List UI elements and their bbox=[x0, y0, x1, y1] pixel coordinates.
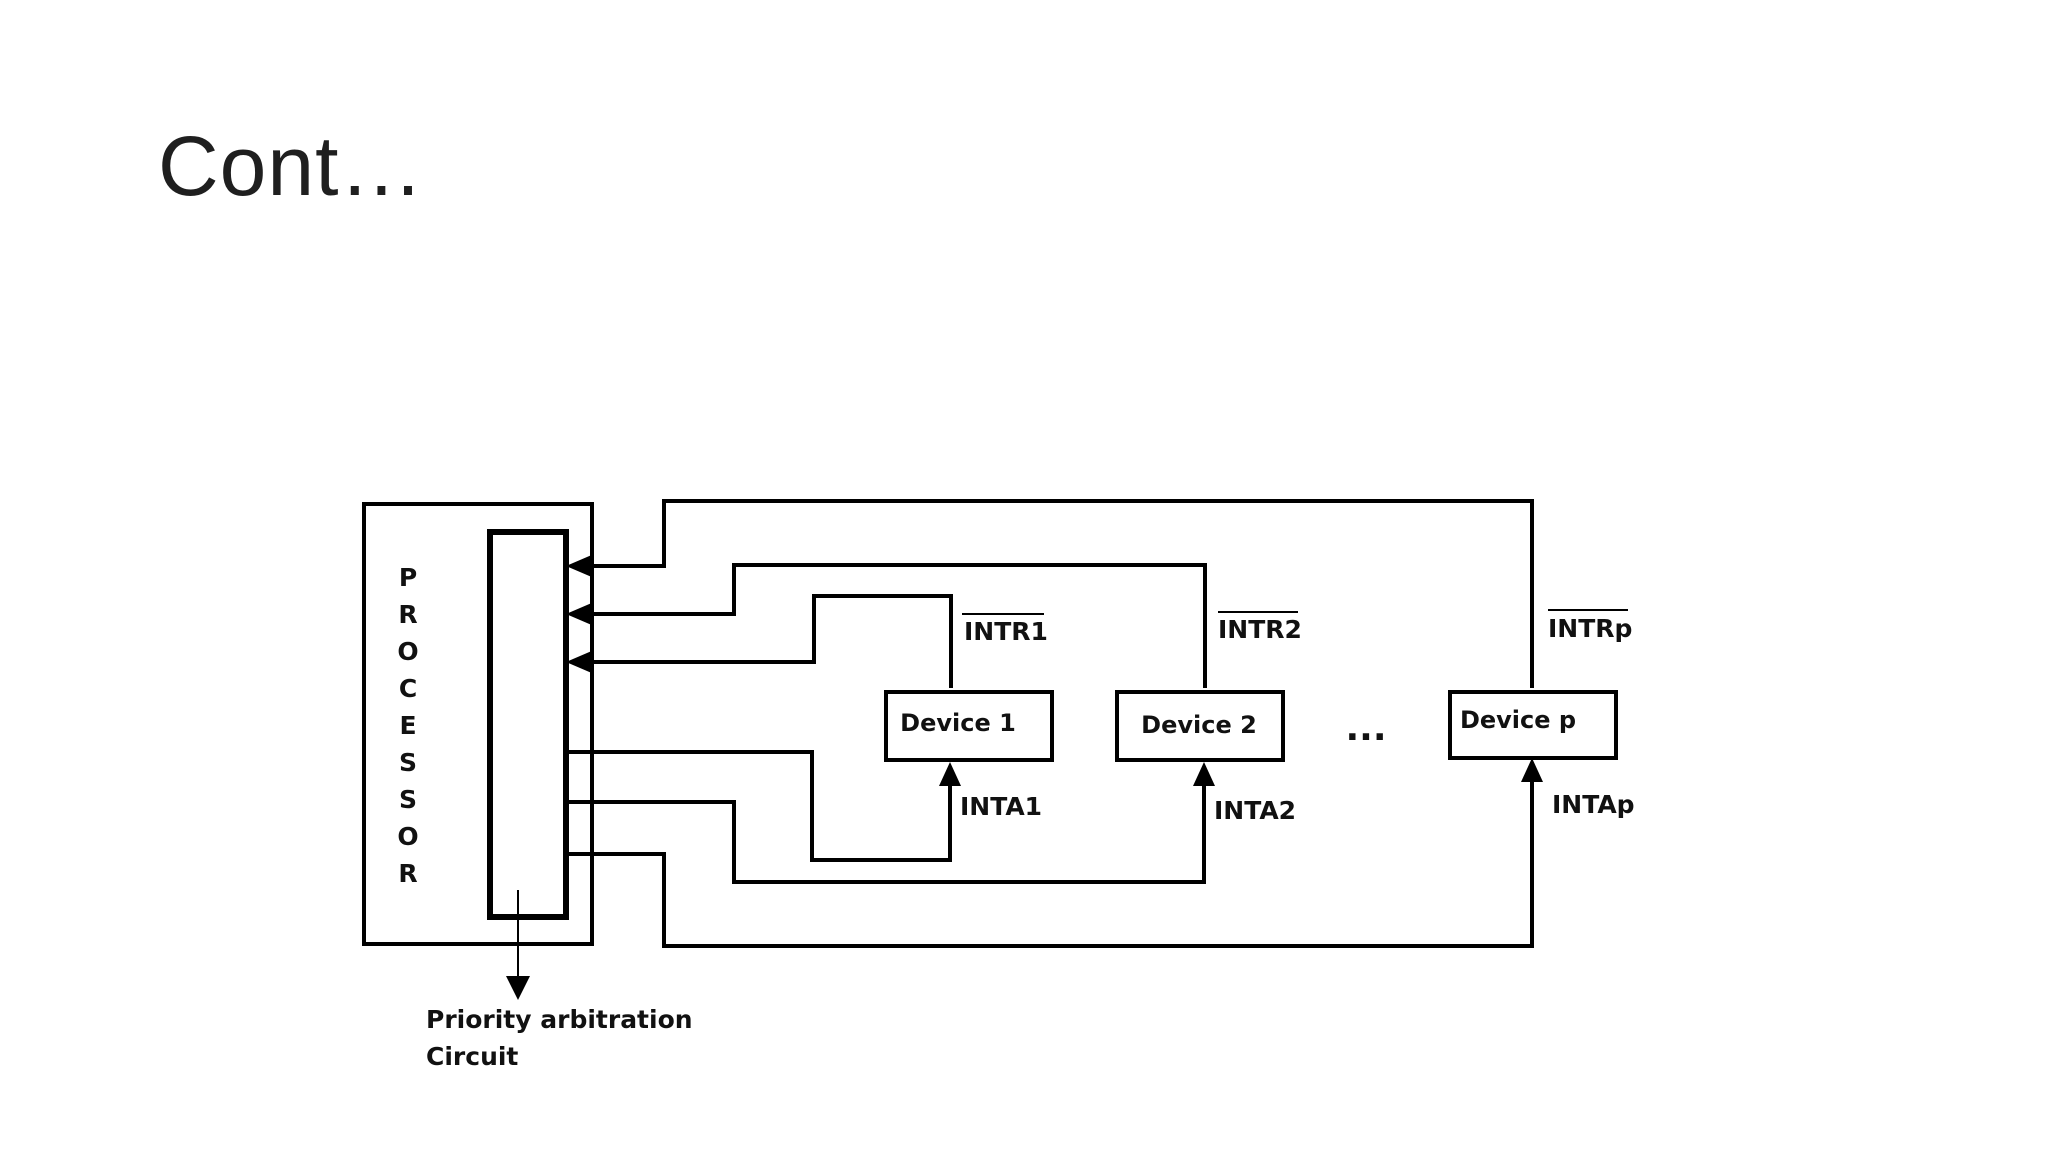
processor-letter: O bbox=[397, 822, 418, 851]
intr1-line bbox=[572, 594, 953, 688]
arbiter-caption: Priority arbitration Circuit bbox=[426, 1005, 693, 1071]
processor-letter: R bbox=[398, 859, 417, 888]
processor-label: P R O C E S S O R bbox=[397, 563, 418, 888]
processor-letter: S bbox=[399, 748, 417, 777]
inta1-line bbox=[566, 750, 952, 862]
processor-letter: S bbox=[399, 785, 417, 814]
intap-arrow bbox=[1521, 758, 1543, 782]
inta1-label: INTA1 bbox=[960, 792, 1042, 821]
processor-letter: E bbox=[399, 711, 416, 740]
intr1-label: INTR1 bbox=[964, 617, 1048, 646]
arbiter-output bbox=[506, 890, 530, 1000]
intrp-arrow bbox=[566, 554, 594, 578]
intr-lines bbox=[572, 499, 1534, 688]
inta-lines bbox=[566, 750, 1534, 948]
processor-letter: O bbox=[397, 637, 418, 666]
intr1-arrow bbox=[566, 650, 594, 674]
device-ellipsis: ... bbox=[1345, 708, 1386, 749]
inta2-line bbox=[566, 772, 1206, 884]
processor-letter: C bbox=[399, 674, 417, 703]
device-1: Device 1 bbox=[884, 690, 1054, 762]
processor-box bbox=[362, 502, 594, 946]
inta2-label: INTA2 bbox=[1214, 796, 1296, 825]
intr2-arrow bbox=[566, 602, 594, 626]
intr2-line bbox=[572, 563, 1207, 688]
priority-arbitration-box bbox=[487, 529, 569, 920]
slide-title: Cont… bbox=[158, 119, 425, 213]
processor-letter: P bbox=[399, 563, 417, 592]
arbiter-caption-line1: Priority arbitration bbox=[426, 1005, 693, 1034]
processor-letter: R bbox=[398, 600, 417, 629]
inta-labels: INTA1 INTA2 INTAp bbox=[960, 790, 1635, 825]
device-1-label: Device 1 bbox=[900, 709, 1016, 737]
intap-label: INTAp bbox=[1552, 790, 1635, 819]
device-p: Device p bbox=[1448, 690, 1618, 760]
intr-arrowheads bbox=[566, 554, 594, 674]
device-p-label: Device p bbox=[1460, 706, 1576, 734]
intrp-line bbox=[572, 499, 1534, 688]
device-2: Device 2 bbox=[1115, 690, 1285, 762]
device-2-label: Device 2 bbox=[1141, 711, 1257, 739]
intr2-label: INTR2 bbox=[1218, 615, 1302, 644]
inta-arrowheads bbox=[939, 758, 1543, 786]
arbiter-caption-line2: Circuit bbox=[426, 1042, 518, 1071]
inta2-arrow bbox=[1193, 762, 1215, 786]
intap-line bbox=[566, 766, 1534, 948]
inta1-arrow bbox=[939, 762, 961, 786]
down-arrow-icon bbox=[506, 976, 530, 1000]
intrp-label: INTRp bbox=[1548, 614, 1632, 643]
intr-labels: INTR1 INTR2 INTRp bbox=[962, 609, 1632, 646]
